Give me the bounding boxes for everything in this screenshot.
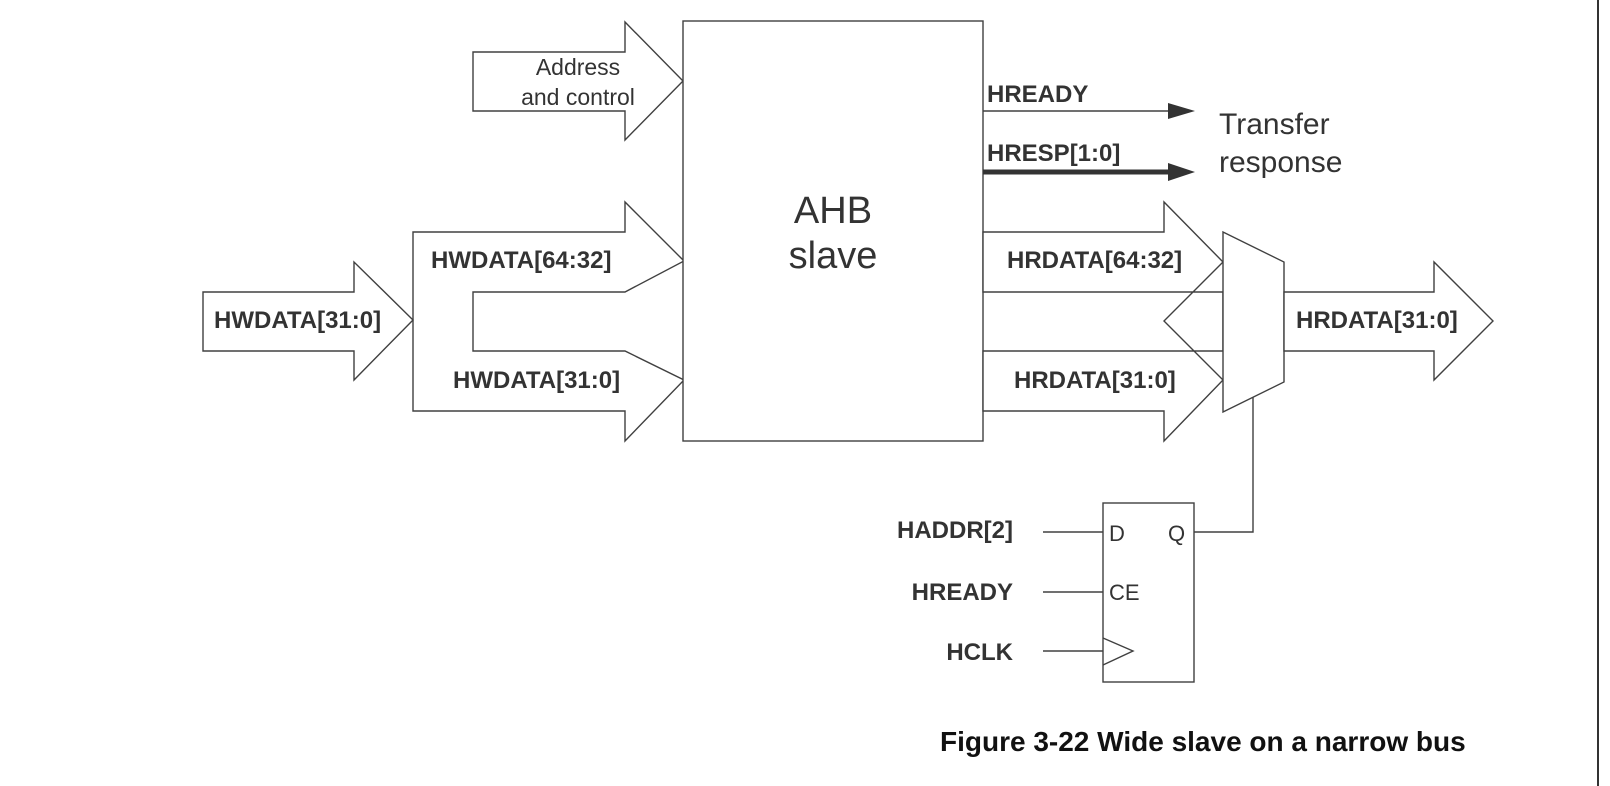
hready-output-arrowhead [1168,103,1195,119]
transfer-response-label-line2: response [1219,146,1342,179]
address-control-arrow [472,20,684,142]
hwdata-upper-label: HWDATA[64:32] [431,247,611,274]
page-edge-line [1597,0,1599,786]
hready-ce-label: HREADY [912,579,1013,606]
transfer-response-label-line1: Transfer [1219,108,1330,141]
multiplexer [1222,230,1285,414]
hwdata-input-label: HWDATA[31:0] [214,307,381,334]
hwdata-lower-label: HWDATA[31:0] [453,367,620,394]
mux-select-wire [1194,397,1254,533]
flipflop-ce-port: CE [1109,580,1140,605]
flipflop-block [1102,502,1195,683]
flipflop-clock-triangle [1102,637,1135,666]
hwdata-split-arrow [412,200,686,443]
hready-output-label: HREADY [987,81,1088,108]
hresp-output-arrowhead [1168,163,1195,181]
ahb-slave-block [682,20,984,442]
figure-caption: Figure 3-22 Wide slave on a narrow bus [940,726,1466,757]
ahb-slave-label-line1: AHB [794,190,872,232]
hwdata-input-arrow [202,260,414,382]
haddr-label: HADDR[2] [897,517,1013,544]
flipflop-q-port: Q [1168,521,1185,546]
ahb-slave-label-line2: slave [789,235,878,277]
hrdata-lower-label: HRDATA[31:0] [1014,367,1176,394]
hrdata-merge-arrow [982,200,1224,443]
hclk-label: HCLK [946,639,1013,666]
hresp-output-label: HRESP[1:0] [987,140,1120,167]
flipflop-d-port: D [1109,521,1125,546]
hrdata-output-label: HRDATA[31:0] [1296,307,1458,334]
address-control-label-line2: and control [521,84,635,110]
hrdata-upper-label: HRDATA[64:32] [1007,247,1182,274]
hrdata-output-arrow [1283,260,1494,382]
address-control-label-line1: Address [536,54,620,80]
